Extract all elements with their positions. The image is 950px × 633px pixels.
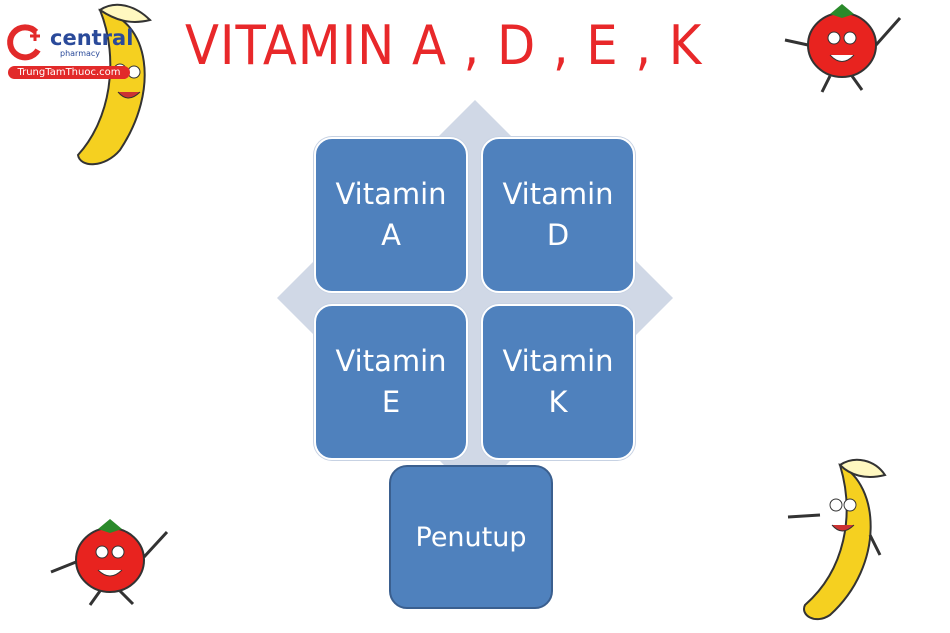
box-vitamin-d[interactable]: Vitamin D <box>481 137 635 293</box>
logo: central pharmacy TrungTamThuoc.com <box>6 22 134 82</box>
tomato-top-right <box>784 4 902 93</box>
tomato-bottom-left <box>50 519 169 606</box>
logo-url: TrungTamThuoc.com <box>8 66 130 79</box>
box-vitamin-k[interactable]: Vitamin K <box>481 304 635 460</box>
slide-title: VITAMIN A , D , E , K <box>185 14 703 77</box>
box-penutup[interactable]: Penutup <box>389 465 553 609</box>
logo-sub: pharmacy <box>60 49 101 58</box>
logo-icon <box>7 24 41 61</box>
logo-name: central <box>50 26 134 50</box>
box-vitamin-e[interactable]: Vitamin E <box>314 304 468 460</box>
banana-bottom-right <box>787 458 887 621</box>
box-vitamin-a[interactable]: Vitamin A <box>314 137 468 293</box>
